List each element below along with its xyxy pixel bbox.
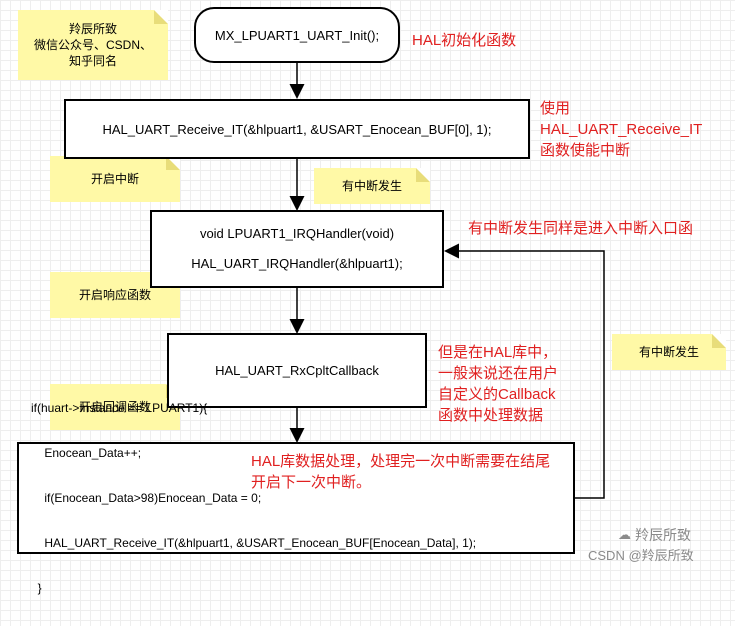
author-line-2: 微信公众号、CSDN、 [33,38,152,52]
author-line-3: 知乎同名 [68,54,117,68]
annotation-same-entry: 有中断发生同样是进入中断入口函 [468,218,693,239]
annotation-callback-line-2: 一般来说还在用户 [438,365,559,382]
receive-it-label: HAL_UART_Receive_IT(&hlpuart1, &USART_En… [102,121,492,137]
code-line: if(Enocean_Data>98)Enocean_Data = 0; [31,490,262,505]
note-interrupt-occurs-1-text: 有中断发生 [341,179,402,193]
code-line: if(huart->Instance == LPUART1){ [31,400,208,415]
annotation-use-line-2: HAL_UART_Receive_IT [540,121,703,138]
annotation-callback-line-4: 函数中处理数据 [438,407,544,424]
annotation-hal-init-text: HAL初始化函数 [412,32,517,49]
note-interrupt-occurs-2-text: 有中断发生 [638,345,699,359]
init-terminal-label: MX_LPUART1_UART_Init(); [214,27,380,43]
callback-box: HAL_UART_RxCpltCallback [167,333,427,408]
code-block: if(huart->Instance == LPUART1){ Enocean_… [31,371,476,626]
annotation-processing-line-1: HAL库数据处理，处理完一次中断需要在结尾 [251,453,551,470]
note-enable-response-text: 开启响应函数 [78,288,151,302]
code-line: } [31,580,42,595]
annotation-use-receive-it: 使用 HAL_UART_Receive_IT 函数使能中断 [540,98,702,161]
annotation-same-entry-text: 有中断发生同样是进入中断入口函 [468,220,694,237]
note-enable-interrupt: 开启中断 [50,156,180,202]
annotation-hal-init: HAL初始化函数 [412,30,516,51]
annotation-callback-line-3: 自定义的Callback [438,386,556,403]
init-terminal: MX_LPUART1_UART_Init(); [194,7,400,63]
irq-handler-box: void LPUART1_IRQHandler(void) HAL_UART_I… [150,210,444,288]
watermark-brand: ☁ 羚辰所致 [618,525,691,545]
annotation-processing-line-2: 开启下一次中断。 [251,474,372,491]
watermark-brand-text: 羚辰所致 [635,527,691,543]
callback-label: HAL_UART_RxCpltCallback [215,363,379,378]
code-line: Enocean_Data++; [31,445,142,460]
annotation-use-line-1: 使用 [540,100,571,117]
code-line: HAL_UART_Receive_IT(&hlpuart1, &USART_En… [31,535,477,550]
author-note: 羚辰所致 微信公众号、CSDN、 知乎同名 [18,10,168,80]
arrow-loop-back [444,243,605,499]
wechat-icon: ☁ [618,527,631,542]
annotation-processing-note: HAL库数据处理，处理完一次中断需要在结尾 开启下一次中断。 [251,451,550,493]
irq-handler-line-2: HAL_UART_IRQHandler(&hlpuart1); [191,256,403,271]
watermark-csdn-text: CSDN @羚辰所致 [588,548,694,563]
annotation-callback-line-1: 但是在HAL库中， [438,344,558,361]
note-interrupt-occurs-2: 有中断发生 [612,334,726,370]
flow-arrows [289,62,605,499]
note-enable-callback-text: 开启回调函数 [78,400,151,414]
irq-handler-line-1: void LPUART1_IRQHandler(void) [199,226,395,241]
annotation-callback-note: 但是在HAL库中， 一般来说还在用户 自定义的Callback 函数中处理数据 [438,342,558,426]
code-box: if(huart->Instance == LPUART1){ Enocean_… [17,401,575,595]
flowchart-canvas: 羚辰所致 微信公众号、CSDN、 知乎同名 开启中断 有中断发生 开启响应函数 … [17,7,726,595]
annotation-use-line-3: 函数使能中断 [540,142,631,159]
note-interrupt-occurs-1: 有中断发生 [314,168,430,204]
author-line-1: 羚辰所致 [68,22,117,36]
note-enable-interrupt-text: 开启中断 [90,172,139,186]
receive-it-box: HAL_UART_Receive_IT(&hlpuart1, &USART_En… [64,99,530,159]
watermark-csdn: CSDN @羚辰所致 [588,545,694,564]
